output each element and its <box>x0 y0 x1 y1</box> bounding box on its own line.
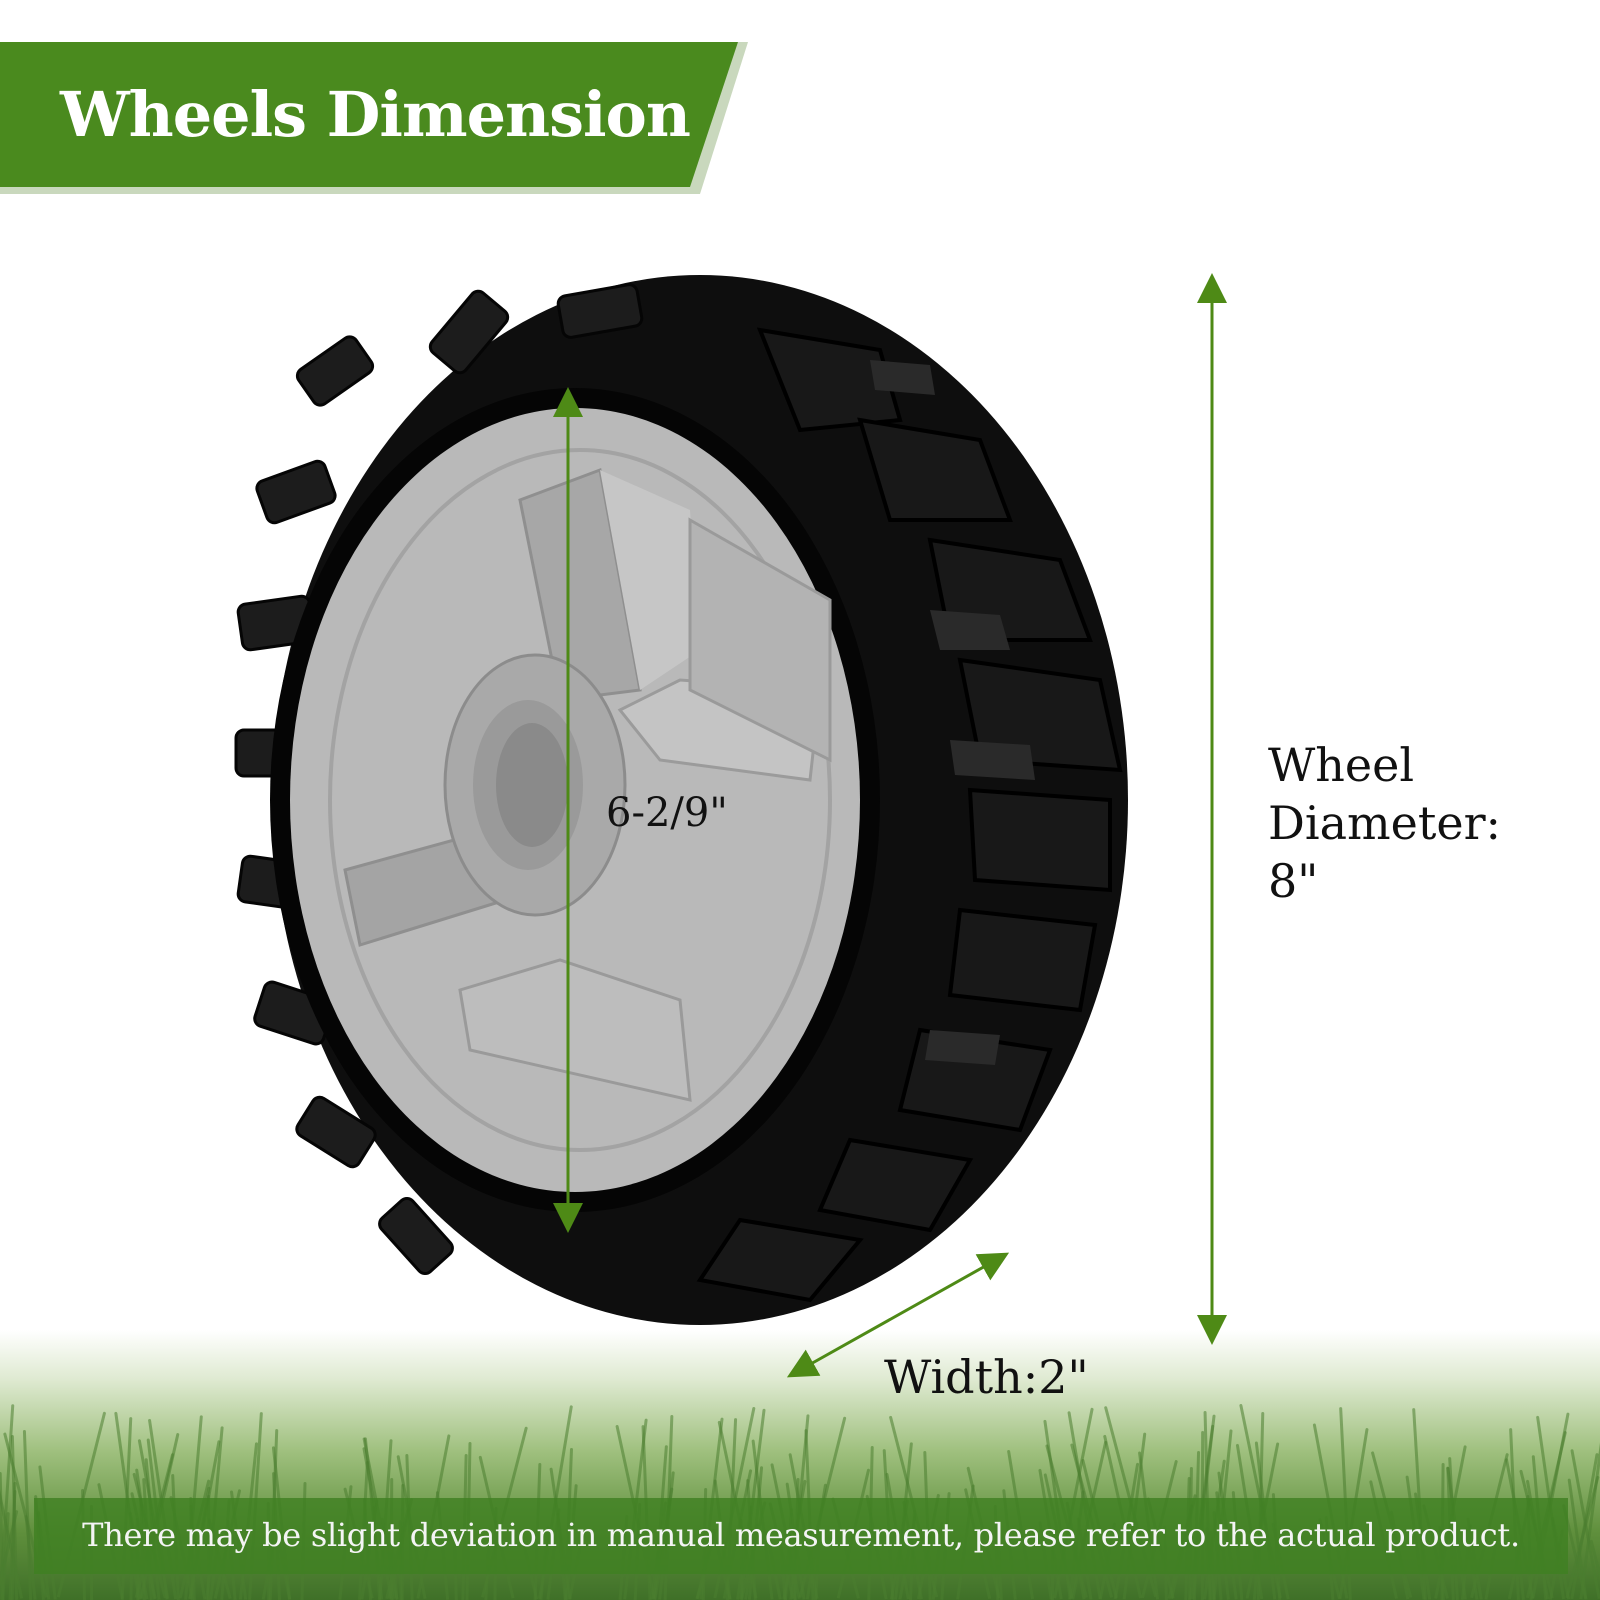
wheel-diameter-label: Wheel Diameter: 8" <box>1268 736 1501 910</box>
width-arrow <box>786 1252 1010 1378</box>
wheel-diameter-line1: Wheel <box>1268 738 1415 792</box>
hub-diameter-label: 6-2/9" <box>606 790 728 836</box>
width-label: Width:2" <box>884 1350 1089 1404</box>
title-banner <box>0 42 748 194</box>
wheel-diameter-line3: 8" <box>1268 854 1319 908</box>
disclaimer-bar: There may be slight deviation in manual … <box>34 1498 1568 1574</box>
hub-spokes <box>343 467 832 1102</box>
banner-shape <box>0 42 748 194</box>
page-title: Wheels Dimension <box>60 78 691 151</box>
wheel-diameter-line2: Diameter: <box>1268 796 1502 850</box>
disclaimer-text: There may be slight deviation in manual … <box>82 1516 1520 1554</box>
